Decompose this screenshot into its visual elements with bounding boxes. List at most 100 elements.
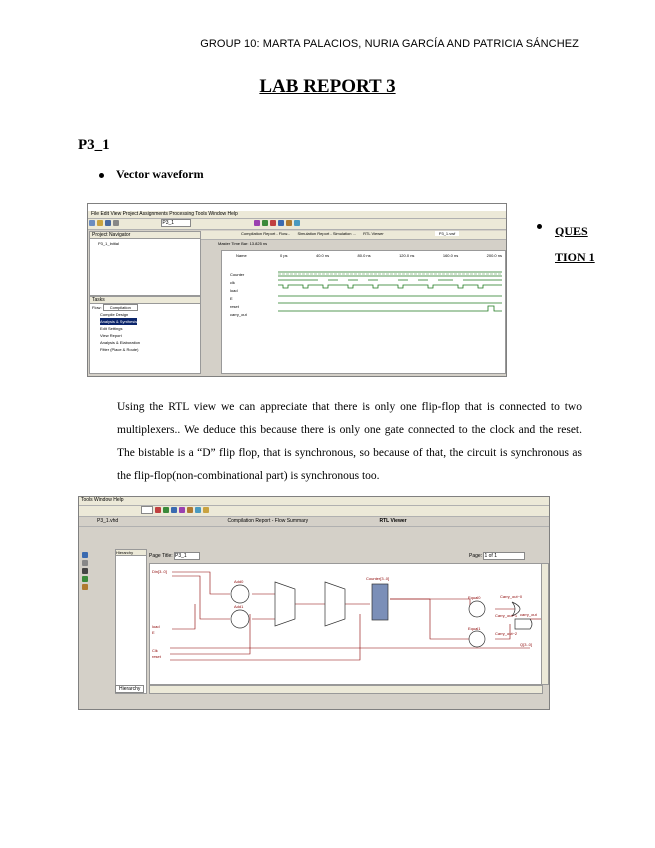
tab-vhd[interactable]: P3_1.vhd	[97, 518, 119, 524]
task-item[interactable]: Edit Settings	[100, 326, 123, 331]
mux-1	[324, 581, 346, 627]
and-gate	[514, 618, 533, 630]
save-icon[interactable]	[105, 220, 111, 226]
menu-bar[interactable]: File Edit View Project Assignments Proce…	[88, 211, 506, 219]
signal-name[interactable]: clk	[230, 280, 235, 285]
explanation-paragraph: Using the RTL view we can appreciate tha…	[117, 401, 582, 482]
project-navigator: Project Navigator P3_1_Initial	[89, 231, 201, 296]
time-tick: 80.0 ns	[357, 253, 371, 258]
analyze-icon[interactable]	[171, 507, 178, 513]
task-item[interactable]: Analysis & Elaboration	[100, 340, 141, 345]
vertical-scrollbar[interactable]	[541, 563, 549, 685]
bullet-text: Vector waveform	[116, 167, 204, 181]
node-carry-out-0: Carry_out~0	[500, 594, 523, 599]
entity-item[interactable]: P3_1_Initial	[98, 241, 119, 246]
document-tabs: Compilation Report - Flow... Simulation …	[201, 231, 506, 240]
tab-rtl-viewer[interactable]: RTL Viewer	[363, 231, 384, 236]
task-item[interactable]: View Report	[100, 333, 122, 338]
fit-icon[interactable]	[82, 576, 88, 582]
question-label: QUESTION 1	[555, 224, 595, 264]
time-tick: 40.0 ns	[315, 253, 330, 258]
waveform-screenshot: File Edit View Project Assignments Proce…	[87, 203, 507, 377]
comparator-equal0	[468, 600, 486, 618]
programmer-icon[interactable]	[195, 507, 202, 513]
comparator-equal1	[468, 630, 486, 648]
tab-vwf[interactable]: P3_1.vwf	[434, 231, 460, 236]
master-time-value: 13.825 ns	[249, 241, 268, 246]
time-tick: 120.0 ns	[399, 253, 415, 258]
tab-compilation-report[interactable]: Compilation Report - Flow...	[241, 231, 291, 236]
section-heading: P3_1	[78, 137, 110, 153]
task-item[interactable]: Compile Design	[100, 312, 129, 317]
new-icon[interactable]	[89, 220, 95, 226]
menu-bar[interactable]: Tools Window Help	[79, 497, 549, 506]
page-select[interactable]: 1 of 1	[483, 552, 526, 560]
compile-icon[interactable]	[253, 220, 260, 226]
zoom-icon[interactable]	[82, 560, 88, 566]
rtl-icon[interactable]	[203, 507, 210, 513]
tab-rtl-viewer[interactable]: RTL Viewer	[379, 518, 407, 524]
signal-name[interactable]: E	[230, 296, 233, 301]
select-icon[interactable]	[82, 552, 88, 558]
tab-simulation-report[interactable]: Simulation Report - Simulation ...	[297, 231, 356, 236]
or-gate	[511, 601, 521, 617]
analyze-icon[interactable]	[277, 220, 284, 226]
report-title: LAB REPORT 3	[259, 76, 396, 97]
node-carry-out-1: Carry_out~1	[495, 613, 518, 618]
adder-add0	[230, 584, 250, 604]
signal-name[interactable]: reset	[230, 304, 239, 309]
hierarchy-panel: Hierarchy	[115, 549, 147, 694]
flow-label: Flow:	[92, 305, 102, 310]
timing-icon[interactable]	[285, 220, 292, 226]
stop-icon[interactable]	[269, 220, 276, 226]
port-carry-out: carry_out	[520, 612, 538, 617]
mux-0	[274, 581, 296, 627]
port-e: E	[152, 630, 155, 635]
waveform-panel: Name 0 ps 40.0 ns 80.0 ns 120.0 ns 160.0…	[221, 250, 506, 374]
port-reset: reset	[152, 654, 162, 659]
document-tabs: P3_1.vhd Compilation Report - Flow Summa…	[79, 518, 549, 527]
signal-name[interactable]: load	[230, 288, 238, 293]
node-add1: Add1	[234, 604, 244, 609]
timing-icon[interactable]	[187, 507, 194, 513]
side-toolbar	[81, 551, 103, 651]
open-icon[interactable]	[97, 220, 103, 226]
page-label: Page:	[469, 553, 483, 559]
find-icon[interactable]	[82, 568, 88, 574]
toolbar-dropdown[interactable]	[141, 506, 153, 514]
tasks-panel: Tasks Flow: Compilation Compile Design A…	[89, 296, 201, 374]
rtl-viewer-screenshot: Tools Window Help P3_1.vhd Compilation R…	[78, 496, 550, 710]
node-equal0: Equal0	[468, 595, 481, 600]
hierarchy-title: Hierarchy	[116, 550, 146, 556]
programmer-icon[interactable]	[293, 220, 300, 226]
print-icon[interactable]	[113, 220, 119, 226]
port-clk: Clk	[152, 648, 158, 653]
hand-icon[interactable]	[82, 584, 88, 590]
task-item[interactable]: Fitter (Place & Route)	[100, 347, 139, 352]
toolbar: P3_1	[88, 219, 506, 230]
compile-icon[interactable]	[163, 507, 170, 513]
bullet-dot-icon	[537, 224, 542, 229]
project-input[interactable]: P3_1	[161, 219, 192, 227]
task-item-selected[interactable]: Analysis & Synthesis	[100, 318, 138, 325]
master-time-label: Master Time Bar:	[218, 241, 249, 246]
simulate-icon[interactable]	[179, 507, 186, 513]
port-q: Q[3..0]	[520, 642, 532, 647]
signal-name[interactable]: carry_out	[230, 312, 247, 317]
node-add0: Add0	[234, 579, 244, 584]
node-counter: Counter[3..0]	[366, 576, 389, 581]
hierarchy-bottom-tab[interactable]: Hierarchy	[115, 685, 145, 693]
flow-select[interactable]: Compilation	[102, 304, 138, 311]
horizontal-scrollbar[interactable]	[149, 685, 543, 694]
start-icon[interactable]	[261, 220, 268, 226]
bullet-vector-waveform: Vector waveform	[99, 167, 204, 182]
tab-compilation-report[interactable]: Compilation Report - Flow Summary	[227, 518, 309, 524]
waveform-traces	[278, 271, 502, 312]
close-doc-icon[interactable]	[155, 507, 162, 513]
time-tick: 200.0 ns	[486, 253, 502, 258]
node-equal1: Equal1	[468, 626, 481, 631]
port-din: Din[3..0]	[152, 569, 167, 574]
page-title-input[interactable]: P3_1	[174, 552, 201, 560]
node-carry-out-2: Carry_out~2	[495, 631, 518, 636]
signal-name[interactable]: Counter	[230, 272, 245, 277]
